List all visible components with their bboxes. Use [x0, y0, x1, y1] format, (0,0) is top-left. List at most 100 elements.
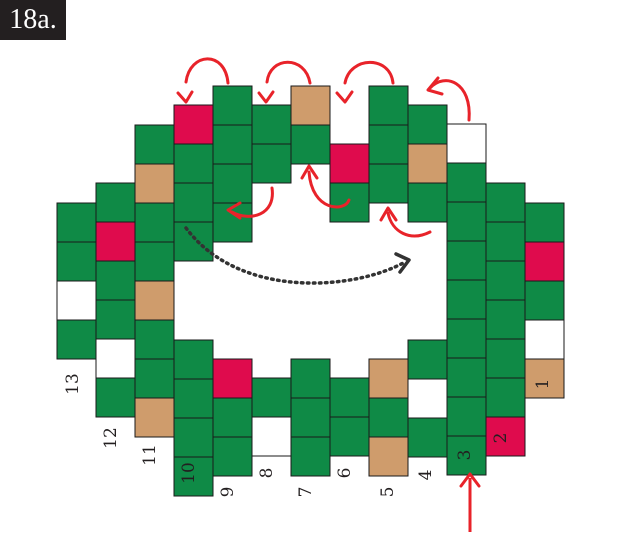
- bead-green: [173, 339, 214, 380]
- thread-arrow-5: [230, 186, 274, 218]
- thread-arrow-4-head: [426, 76, 444, 96]
- bead-green: [485, 377, 526, 418]
- thread-arrow-7: [386, 211, 432, 238]
- bead-green: [212, 397, 253, 438]
- bead-green: [485, 338, 526, 379]
- column-number-6: 6: [335, 468, 355, 479]
- column-number-1: 1: [533, 379, 553, 390]
- bead-green: [173, 221, 214, 262]
- bead-tan: [524, 358, 565, 399]
- bead-green: [485, 221, 526, 262]
- bead-green: [407, 182, 448, 223]
- column-number-11: 11: [140, 444, 160, 466]
- bead-green: [368, 124, 409, 165]
- bead-white: [524, 319, 565, 360]
- dotted-thread-path-head: [394, 252, 411, 274]
- bead-green: [446, 318, 487, 359]
- bead-green: [368, 85, 409, 126]
- dotted-thread-path: [184, 226, 407, 285]
- bead-green: [173, 143, 214, 184]
- thread-arrow-2-head: [257, 90, 275, 104]
- bead-green: [407, 339, 448, 380]
- bead-red: [173, 104, 214, 145]
- bead-green: [446, 240, 487, 281]
- bead-green: [251, 377, 292, 418]
- bead-green: [407, 104, 448, 145]
- bead-green: [173, 417, 214, 458]
- thread-arrow-3: [343, 60, 395, 85]
- bead-white: [251, 416, 292, 457]
- bead-tan: [368, 358, 409, 399]
- bead-tan: [407, 143, 448, 184]
- column-number-13: 13: [63, 373, 83, 395]
- bead-red: [485, 416, 526, 457]
- bead-white: [95, 338, 136, 379]
- column-number-4: 4: [416, 470, 436, 481]
- column-number-12: 12: [101, 427, 121, 449]
- bead-green: [95, 260, 136, 301]
- bead-green: [251, 143, 292, 184]
- thread-arrow-2: [265, 60, 312, 85]
- bead-green: [368, 397, 409, 438]
- bead-tan: [134, 397, 175, 438]
- bead-tan: [290, 85, 331, 126]
- bead-green: [290, 436, 331, 477]
- step-label: 18a.: [0, 0, 66, 40]
- column-number-9: 9: [218, 487, 238, 498]
- bead-green: [134, 202, 175, 243]
- bead-green: [56, 241, 97, 282]
- thread-arrow-6-head: [300, 164, 319, 180]
- thread-arrow-5-head: [226, 201, 242, 220]
- thread-arrow-6: [307, 170, 351, 209]
- bead-green: [95, 182, 136, 223]
- bead-green: [446, 357, 487, 398]
- bead-green: [485, 182, 526, 223]
- bead-green: [290, 358, 331, 399]
- thread-path-arrows: [176, 57, 481, 532]
- thread-arrow-3-head: [335, 90, 354, 104]
- column-number-2: 2: [491, 433, 511, 444]
- bead-white: [407, 378, 448, 419]
- thread-arrow-7-head: [379, 206, 398, 222]
- bead-green: [485, 260, 526, 301]
- bead-green: [56, 202, 97, 243]
- bead-green: [329, 182, 370, 223]
- bead-green: [329, 416, 370, 457]
- bead-green: [290, 124, 331, 165]
- bead-tan: [368, 436, 409, 477]
- column-number-10: 10: [179, 462, 199, 484]
- bead-red: [329, 143, 370, 184]
- bead-green: [95, 377, 136, 418]
- thread-arrow-1-head: [176, 90, 194, 104]
- bead-red: [95, 221, 136, 262]
- bead-tan: [134, 280, 175, 321]
- bead-green: [134, 319, 175, 360]
- bead-green: [173, 456, 214, 497]
- bead-grid: [56, 85, 565, 497]
- bead-green: [446, 162, 487, 203]
- bead-green: [173, 182, 214, 223]
- bead-green: [446, 201, 487, 242]
- bead-red: [212, 358, 253, 399]
- column-number-5: 5: [378, 487, 398, 498]
- bead-green: [446, 279, 487, 320]
- column-number-8: 8: [257, 468, 277, 479]
- bead-green: [524, 202, 565, 243]
- bead-green: [212, 85, 253, 126]
- bead-green: [212, 124, 253, 165]
- entry-arrow-head: [459, 472, 481, 488]
- bead-green: [173, 378, 214, 419]
- bead-green: [212, 436, 253, 477]
- bead-tan: [134, 163, 175, 204]
- column-number-3: 3: [455, 450, 475, 461]
- bead-green: [485, 299, 526, 340]
- bead-green: [212, 163, 253, 204]
- bead-green: [368, 163, 409, 204]
- bead-green: [251, 104, 292, 145]
- bead-green: [407, 417, 448, 458]
- bead-green: [446, 396, 487, 437]
- bead-red: [524, 241, 565, 282]
- bead-green: [134, 124, 175, 165]
